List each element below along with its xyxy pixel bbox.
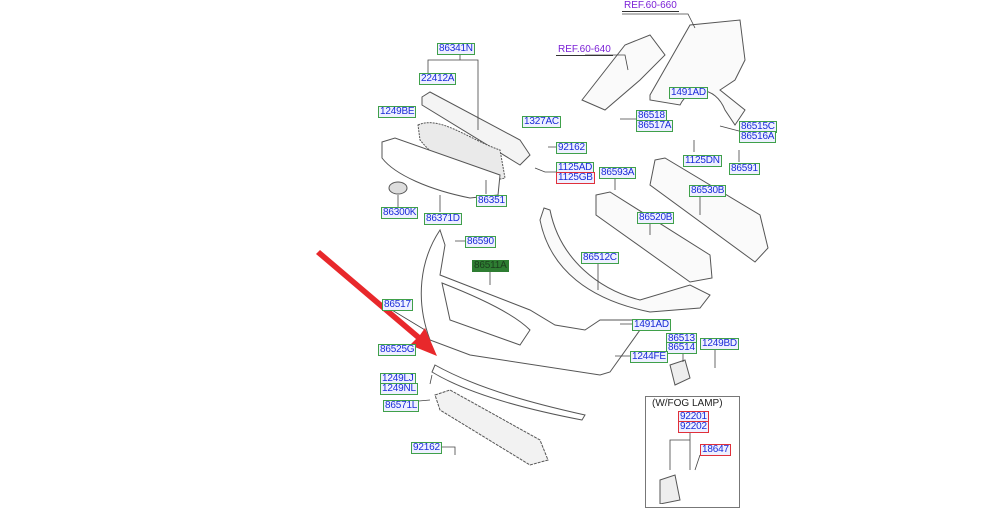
part-label-86525G[interactable]: 86525G	[378, 344, 417, 356]
fog-cover-part	[669, 359, 691, 386]
part-label-92162-lower[interactable]: 92162	[411, 442, 442, 454]
bumper-beam-part	[649, 157, 769, 263]
part-label-1249BE[interactable]: 1249BE	[378, 106, 417, 118]
lower-grille-part	[539, 207, 711, 313]
grille-mesh-part	[417, 122, 506, 181]
fog-lamp-part	[659, 474, 681, 504]
part-label-18647[interactable]: 18647	[700, 444, 731, 456]
part-label-86300K[interactable]: 86300K	[381, 207, 419, 219]
part-label-1249BD[interactable]: 1249BD	[700, 338, 739, 350]
part-label-1327AC[interactable]: 1327AC	[522, 116, 561, 128]
part-label-92202[interactable]: 92202	[678, 421, 709, 433]
ref-60-640-link[interactable]: REF.60-640	[556, 44, 613, 56]
grille-bracket-part	[421, 91, 531, 166]
part-label-86530B[interactable]: 86530B	[689, 185, 727, 197]
part-label-86341N[interactable]: 86341N	[437, 43, 475, 55]
part-label-86571L[interactable]: 86571L	[383, 400, 420, 412]
emblem-part	[388, 181, 408, 195]
part-label-22412A[interactable]: 22412A	[419, 73, 457, 85]
part-label-86590[interactable]: 86590	[465, 236, 496, 248]
part-label-86591[interactable]: 86591	[729, 163, 760, 175]
part-label-86512C[interactable]: 86512C	[581, 252, 619, 264]
skid-plate-part	[434, 389, 549, 466]
part-label-1125GB[interactable]: 1125GB	[556, 172, 595, 184]
part-label-92162[interactable]: 92162	[556, 142, 587, 154]
part-label-86520B[interactable]: 86520B	[637, 212, 675, 224]
part-label-86517[interactable]: 86517	[382, 299, 413, 311]
part-label-86517A[interactable]: 86517A	[636, 120, 674, 132]
part-label-1249NL[interactable]: 1249NL	[380, 383, 418, 395]
ref-60-660-link[interactable]: REF.60-660	[622, 0, 679, 12]
red-arrow	[316, 250, 437, 356]
part-label-86593A[interactable]: 86593A	[599, 167, 637, 179]
part-label-1491AD-lower[interactable]: 1491AD	[632, 319, 671, 331]
part-label-1491AD[interactable]: 1491AD	[669, 87, 708, 99]
part-label-1125DN[interactable]: 1125DN	[683, 155, 722, 167]
part-label-86514[interactable]: 86514	[666, 342, 697, 354]
part-label-86371D[interactable]: 86371D	[424, 213, 462, 225]
part-label-1244FE[interactable]: 1244FE	[630, 351, 668, 363]
part-label-86351[interactable]: 86351	[476, 195, 507, 207]
energy-absorber-part	[595, 191, 713, 283]
fog-lamp-title: (W/FOG LAMP)	[652, 398, 723, 409]
apron-part	[581, 34, 666, 111]
part-label-86511A-selected[interactable]: 86511A	[472, 260, 509, 272]
part-label-86516A[interactable]: 86516A	[739, 131, 777, 143]
bumper-lip-part	[431, 364, 586, 421]
